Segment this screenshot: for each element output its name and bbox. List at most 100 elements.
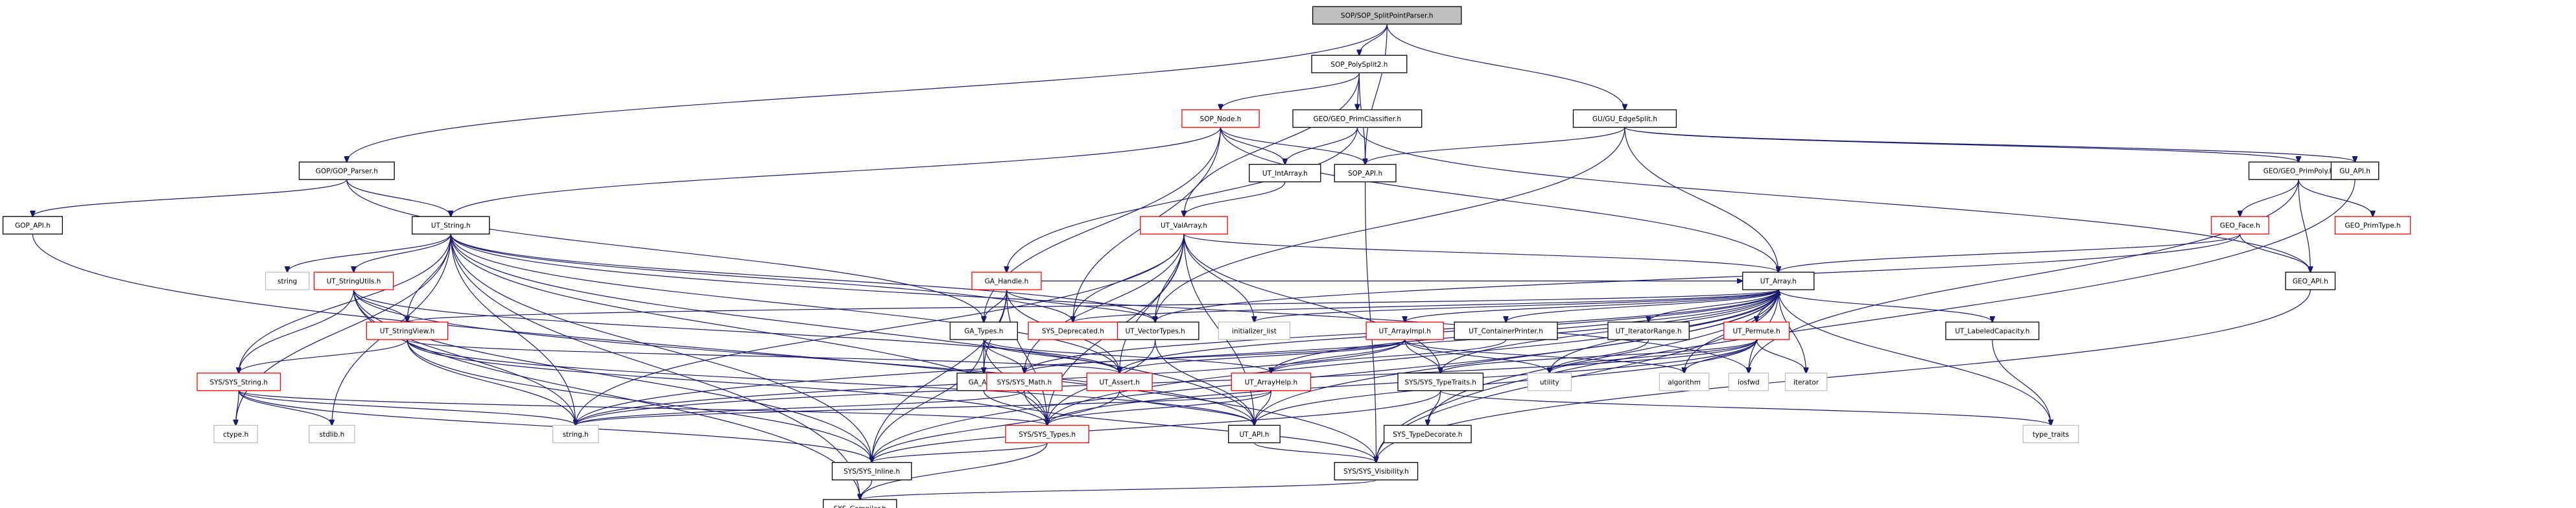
node-string[interactable]: string xyxy=(265,271,310,290)
node-box[interactable] xyxy=(1231,373,1312,391)
node-type-traits[interactable]: type_traits xyxy=(2022,424,2079,444)
node-ut-arrayimpl[interactable]: UT_ArrayImpl.h xyxy=(1365,321,1444,340)
node-box[interactable] xyxy=(2330,161,2380,180)
node-box[interactable] xyxy=(1607,321,1690,340)
node-box[interactable] xyxy=(1334,163,1397,183)
node-box[interactable] xyxy=(2022,424,2079,444)
node-geo-primtype[interactable]: GEO_PrimType.h xyxy=(2334,216,2411,235)
node-box[interactable] xyxy=(196,373,281,391)
node-ut-string[interactable]: UT_String.h xyxy=(411,216,490,235)
node-ut-stringview[interactable]: UT_StringView.h xyxy=(366,321,449,340)
node-box[interactable] xyxy=(1334,462,1419,481)
node-ut-api[interactable]: UT_API.h xyxy=(1228,424,1281,444)
node-sys-types[interactable]: SYS/SYS_Types.h xyxy=(1005,424,1089,444)
node-box[interactable] xyxy=(298,161,395,180)
edge-gop_parser-to-ut_string xyxy=(346,179,451,216)
node-box[interactable] xyxy=(313,271,394,290)
node-gop-api[interactable]: GOP_API.h xyxy=(2,216,63,235)
node-ut-stringutils[interactable]: UT_StringUtils.h xyxy=(313,271,394,290)
node-geo-api[interactable]: GEO_API.h xyxy=(2285,271,2336,290)
node-box[interactable] xyxy=(1728,373,1769,391)
node-box[interactable] xyxy=(1945,321,2040,340)
node-ut-vectortypes[interactable]: UT_VectorTypes.h xyxy=(1111,321,1199,340)
node-box[interactable] xyxy=(1742,271,1815,290)
node-ut-permute[interactable]: UT_Permute.h xyxy=(1723,321,1790,340)
node-ut-intarray[interactable]: UT_IntArray.h xyxy=(1249,163,1321,183)
node-geo-primclassifier[interactable]: GEO/GEO_PrimClassifier.h xyxy=(1292,109,1423,128)
node-box[interactable] xyxy=(1086,373,1153,391)
node-box[interactable] xyxy=(1249,163,1321,183)
node-gop-parser[interactable]: GOP/GOP_Parser.h xyxy=(298,161,395,180)
node-box[interactable] xyxy=(1181,109,1260,128)
node-box[interactable] xyxy=(2210,216,2269,235)
node-box[interactable] xyxy=(1218,321,1291,340)
node-box[interactable] xyxy=(2334,216,2411,235)
node-box[interactable] xyxy=(1365,321,1444,340)
node-box[interactable] xyxy=(1111,321,1199,340)
node-ga-types[interactable]: GA_Types.h xyxy=(949,321,1018,340)
node-box[interactable] xyxy=(1312,6,1462,25)
node-box[interactable] xyxy=(1527,373,1572,391)
edge-geo_primclassifier-to-ga_handle xyxy=(1006,127,1358,273)
node-stdlib[interactable]: stdlib.h xyxy=(309,424,355,444)
node-sys-visibility[interactable]: SYS/SYS_Visibility.h xyxy=(1334,462,1419,481)
node-box[interactable] xyxy=(2,216,63,235)
node-ut-iteratorrange[interactable]: UT_IteratorRange.h xyxy=(1607,321,1690,340)
node-sys-compiler[interactable]: SYS_Compiler.h xyxy=(823,499,897,508)
node-box[interactable] xyxy=(831,462,912,481)
node-sys-string[interactable]: SYS/SYS_String.h xyxy=(196,373,281,391)
node-ut-containerprinter[interactable]: UT_ContainerPrinter.h xyxy=(1454,321,1558,340)
node-box[interactable] xyxy=(1784,373,1828,391)
node-box[interactable] xyxy=(949,321,1018,340)
node-ctype[interactable]: ctype.h xyxy=(213,424,258,444)
node-box[interactable] xyxy=(1659,373,1710,391)
node-box[interactable] xyxy=(1383,424,1472,444)
node-box[interactable] xyxy=(986,373,1063,391)
node-box[interactable] xyxy=(411,216,490,235)
node-sys-math[interactable]: SYS/SYS_Math.h xyxy=(986,373,1063,391)
node-box[interactable] xyxy=(971,271,1042,290)
node-box[interactable] xyxy=(823,499,897,508)
node-algorithm[interactable]: algorithm xyxy=(1659,373,1710,391)
edge-ut_stringview-to-sys_inline xyxy=(407,340,872,463)
node-box[interactable] xyxy=(1140,216,1228,235)
node-sys-typedecorate[interactable]: SYS_TypeDecorate.h xyxy=(1383,424,1472,444)
node-ut-labeledcapacity[interactable]: UT_LabeledCapacity.h xyxy=(1945,321,2040,340)
node-ut-arrayhelp[interactable]: UT_ArrayHelp.h xyxy=(1231,373,1312,391)
node-ut-assert[interactable]: UT_Assert.h xyxy=(1086,373,1153,391)
node-initializer-list[interactable]: initializer_list xyxy=(1218,321,1291,340)
node-box[interactable] xyxy=(265,271,310,290)
node-root[interactable]: SOP/SOP_SplitPointParser.h xyxy=(1312,6,1462,25)
node-ga-handle[interactable]: GA_Handle.h xyxy=(971,271,1042,290)
node-polysplit2[interactable]: SOP_PolySplit2.h xyxy=(1311,54,1408,74)
node-iosfwd[interactable]: iosfwd xyxy=(1728,373,1769,391)
node-box[interactable] xyxy=(1397,373,1484,391)
node-box[interactable] xyxy=(1572,109,1677,128)
node-iterator[interactable]: iterator xyxy=(1784,373,1828,391)
node-gu-api[interactable]: GU_API.h xyxy=(2330,161,2380,180)
node-box[interactable] xyxy=(366,321,449,340)
node-gu-edgesplit[interactable]: GU/GU_EdgeSplit.h xyxy=(1572,109,1677,128)
node-box[interactable] xyxy=(1005,424,1089,444)
node-box[interactable] xyxy=(1311,54,1408,74)
node-box[interactable] xyxy=(309,424,355,444)
node-geo-face[interactable]: GEO_Face.h xyxy=(2210,216,2269,235)
node-box[interactable] xyxy=(552,424,599,444)
node-ut-valarray[interactable]: UT_ValArray.h xyxy=(1140,216,1228,235)
node-box[interactable] xyxy=(1228,424,1281,444)
node-sys-deprecated[interactable]: SYS_Deprecated.h xyxy=(1028,321,1118,340)
node-box[interactable] xyxy=(1723,321,1790,340)
node-label: SOP_Node.h xyxy=(1200,115,1242,123)
node-box[interactable] xyxy=(1028,321,1118,340)
node-box[interactable] xyxy=(213,424,258,444)
node-ut-array[interactable]: UT_Array.h xyxy=(1742,271,1815,290)
node-sop-node[interactable]: SOP_Node.h xyxy=(1181,109,1260,128)
node-box[interactable] xyxy=(1454,321,1558,340)
node-utility[interactable]: utility xyxy=(1527,373,1572,391)
node-box[interactable] xyxy=(1292,109,1423,128)
node-box[interactable] xyxy=(2285,271,2336,290)
node-sys-typetraits[interactable]: SYS/SYS_TypeTraits.h xyxy=(1397,373,1484,391)
node-sys-inline[interactable]: SYS/SYS_Inline.h xyxy=(831,462,912,481)
node-string-h[interactable]: string.h xyxy=(552,424,599,444)
node-sop-api[interactable]: SOP_API.h xyxy=(1334,163,1397,183)
